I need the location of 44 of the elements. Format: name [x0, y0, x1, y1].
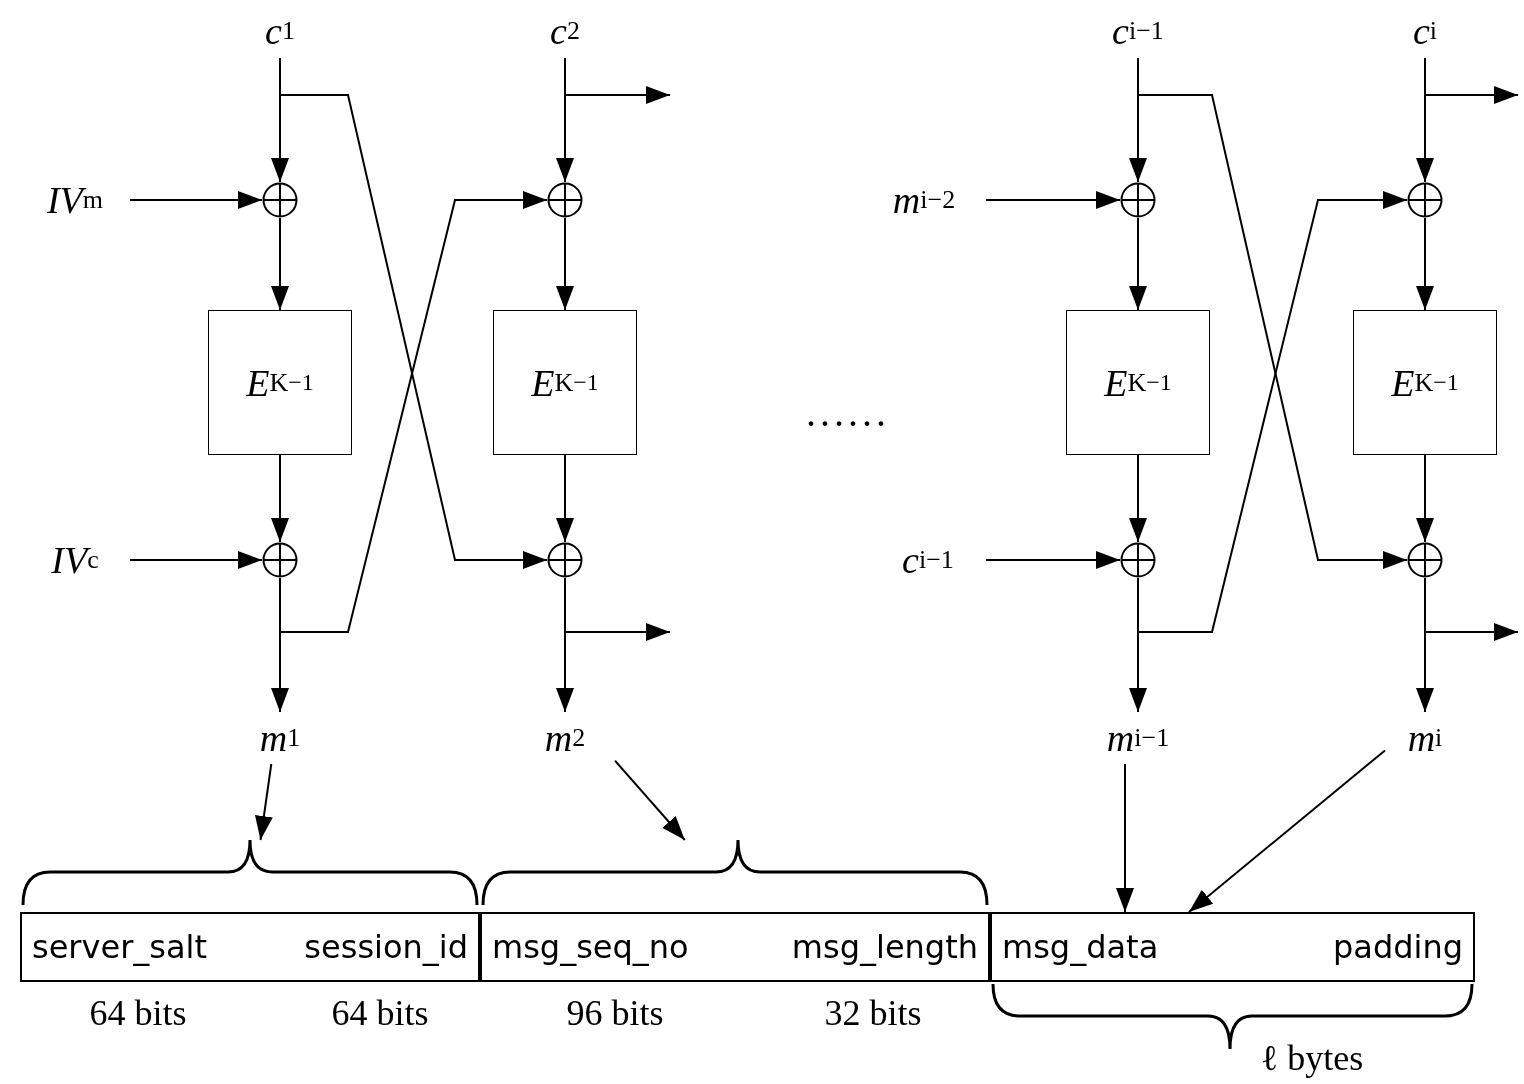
xor-symbol	[1120, 182, 1156, 218]
size-annotation: 32 bits	[824, 992, 922, 1034]
arrow	[271, 454, 289, 543]
xor-symbol	[1120, 542, 1156, 578]
arrow	[564, 577, 671, 641]
xor-symbol	[1407, 182, 1443, 218]
xor-symbol	[547, 542, 583, 578]
arrow	[564, 57, 671, 104]
arrow	[1129, 454, 1147, 543]
arrow	[279, 191, 548, 633]
size-annotation: 96 bits	[566, 992, 664, 1034]
xor-symbol	[262, 182, 298, 218]
arrow	[1129, 217, 1147, 311]
arrow	[1116, 763, 1134, 913]
arrow	[985, 551, 1121, 569]
xor-symbol	[262, 542, 298, 578]
field-name: msg_data	[1002, 928, 1159, 966]
field-name: msg_length	[791, 928, 978, 966]
ellipsis: ......	[806, 388, 890, 436]
field-name: server_salt	[32, 928, 207, 966]
arrow	[1137, 57, 1408, 569]
arrow	[254, 763, 273, 841]
xor-symbol	[547, 182, 583, 218]
arrow	[1424, 57, 1519, 104]
arrow	[1137, 191, 1408, 633]
field-name: session_id	[304, 928, 468, 966]
arrow	[1416, 454, 1434, 543]
size-annotation: 64 bits	[89, 992, 187, 1034]
arrow	[556, 454, 574, 543]
arrow	[985, 191, 1121, 209]
xor-symbol	[1407, 542, 1443, 578]
arrow	[614, 759, 686, 841]
arrow	[129, 191, 263, 209]
arrow	[271, 217, 289, 311]
arrow	[1188, 749, 1386, 913]
field-name: msg_seq_no	[492, 928, 689, 966]
size-annotation: ℓ bytes	[1261, 1037, 1364, 1079]
arrow	[129, 551, 263, 569]
arrow	[279, 57, 548, 569]
field-name: padding	[1332, 928, 1463, 966]
arrow	[556, 217, 574, 311]
arrow	[1424, 577, 1519, 641]
arrow	[1416, 217, 1434, 311]
size-annotation: 64 bits	[331, 992, 429, 1034]
